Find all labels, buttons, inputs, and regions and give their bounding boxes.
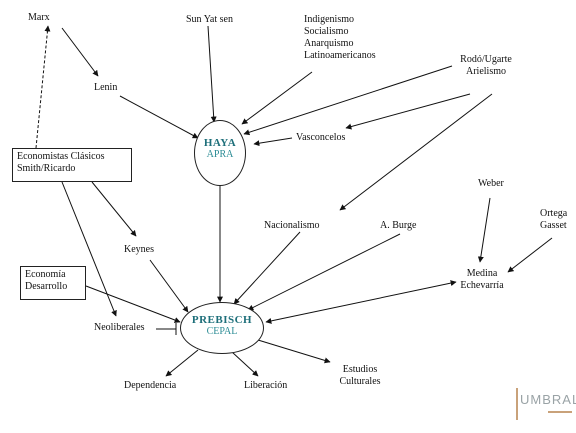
node-nacionalismo: Nacionalismo	[264, 220, 320, 231]
node-weber: Weber	[478, 178, 504, 189]
node-economia-line-1: Economía	[25, 269, 66, 280]
node-economia-desarrollo: Economía Desarrollo	[20, 266, 86, 300]
node-burge: A. Burge	[380, 220, 417, 231]
edge-rodo-haya	[243, 65, 453, 136]
node-medina-echevarria: Medina Echevarría	[450, 268, 514, 292]
edge-lenin-haya	[119, 95, 199, 139]
edge-economia-prebisch	[85, 285, 181, 323]
edge-rodo-vasconcelos	[345, 93, 471, 130]
node-neoliberales: Neoliberales	[94, 322, 145, 333]
node-indigenismo: Indigenismo Socialismo Anarquismo Latino…	[304, 14, 376, 62]
node-lenin: Lenin	[94, 82, 118, 93]
edge-economistas-marx	[35, 25, 51, 149]
node-haya-apra: HAYA APRA	[194, 120, 246, 186]
node-economistas-clasicos: Economistas Clásicos Smith/Ricardo	[12, 148, 132, 182]
node-rodo-line-1: Rodó/Ugarte	[460, 54, 512, 65]
node-prebisch-sub: CEPAL	[206, 326, 238, 337]
node-economistas-line-2: Smith/Ricardo	[17, 163, 76, 174]
edge-nacionalismo-prebisch	[233, 231, 301, 305]
edge-prebisch-medina	[265, 280, 457, 324]
node-ortega-line-2: Gasset	[540, 220, 567, 231]
node-prebisch-cepal: PREBISCH CEPAL	[180, 302, 264, 354]
edge-vasconcelos-haya	[253, 137, 293, 147]
node-sun-yat-sen: Sun Yat sen	[186, 14, 233, 25]
node-indigenismo-line-4: Latinoamericanos	[304, 50, 376, 61]
node-economistas-line-1: Economistas Clásicos	[17, 151, 105, 162]
node-economia-line-2: Desarrollo	[25, 281, 68, 292]
edge-ortega-medina	[507, 237, 553, 273]
edge-rodo-nacionalismo	[339, 93, 493, 211]
node-rodo-ugarte: Rodó/Ugarte Arielismo	[448, 54, 524, 78]
node-dependencia: Dependencia	[124, 380, 177, 391]
umbral-logo: UMBRAL	[520, 392, 576, 407]
node-estudios-line-1: Estudios	[342, 364, 378, 375]
node-vasconcelos: Vasconcelos	[296, 132, 346, 143]
node-rodo-line-2: Arielismo	[466, 66, 506, 77]
node-keynes: Keynes	[124, 244, 154, 255]
node-indigenismo-line-1: Indigenismo	[304, 14, 354, 25]
logo-underline	[548, 411, 572, 413]
edge-prebisch-dependencia	[165, 349, 199, 377]
node-liberacion: Liberación	[244, 380, 288, 391]
edge-economistas-keynes	[91, 181, 137, 237]
node-medina-line-1: Medina	[466, 268, 498, 279]
node-ortega-line-1: Ortega	[540, 208, 568, 219]
edge-prebisch-liberacion	[231, 351, 259, 377]
node-marx: Marx	[28, 12, 50, 23]
node-ortega-gasset: Ortega Gasset	[540, 208, 567, 232]
node-indigenismo-line-2: Socialismo	[304, 26, 349, 37]
edge-prebisch-estudios	[257, 339, 331, 364]
edge-weber-medina	[477, 197, 491, 263]
edge-sunyatsen-haya	[207, 25, 217, 123]
node-estudios-line-2: Culturales	[339, 376, 381, 387]
edge-marx-lenin	[61, 27, 99, 77]
edge-keynes-prebisch	[149, 259, 189, 313]
node-indigenismo-line-3: Anarquismo	[304, 38, 354, 49]
edge-indigenismo-haya	[241, 71, 313, 125]
node-estudios-culturales: Estudios Culturales	[328, 364, 392, 388]
node-prebisch-name: PREBISCH	[191, 314, 253, 326]
node-haya-name: HAYA	[203, 137, 237, 149]
logo-accent-bar	[516, 388, 518, 420]
node-medina-line-2: Echevarría	[460, 280, 504, 291]
node-haya-sub: APRA	[206, 149, 234, 160]
